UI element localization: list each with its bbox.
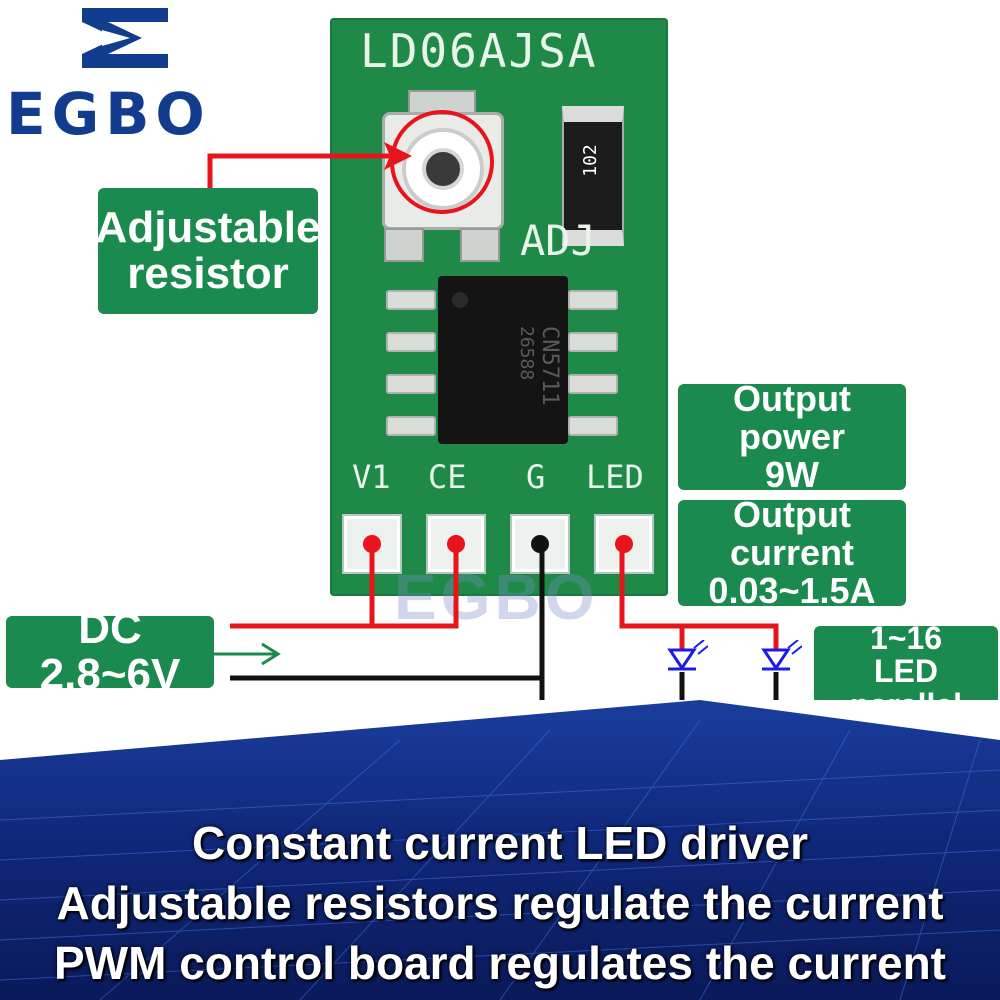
input-voltage-callout: DC 2.8~6V — [6, 605, 214, 698]
callout-line: Adjustable — [95, 202, 321, 252]
adj-label: ADJ — [520, 216, 596, 265]
callout-line: resistor — [127, 249, 289, 298]
pin-label-g: G — [526, 458, 546, 496]
brand-logo: EGBO — [6, 8, 236, 148]
callout-line: Output current — [729, 494, 855, 574]
led-icon — [761, 640, 802, 671]
logo-mark-icon — [82, 8, 168, 68]
callout-line: 9W — [765, 453, 819, 495]
watermark: EGBO — [394, 561, 599, 633]
output-current-callout: Output current 0.03~1.5A — [678, 496, 906, 609]
ic-chip: CN5711 26588 — [438, 276, 568, 444]
board-model-label: LD06AJSA — [360, 24, 598, 78]
logo-text: EGBO — [6, 80, 211, 148]
caption-line-2: Adjustable resistors regulate the curren… — [56, 877, 944, 929]
led-icon — [667, 640, 708, 671]
caption-line-1: Constant current LED driver — [192, 817, 808, 869]
callout-line: 1~16 — [869, 619, 943, 656]
pcb-board: LD06AJSA 102 ADJ CN5711 26588 V1 CE G LE… — [330, 18, 668, 596]
output-power-callout: Output power 9W — [678, 380, 906, 493]
pin-label-v1: V1 — [352, 458, 391, 496]
caption-banner: Constant current LED driver Adjustable r… — [0, 700, 1000, 1000]
callout-line: 0.03~1.5A — [708, 569, 876, 611]
callout-line: Output power — [733, 378, 851, 458]
pad-v1 — [344, 516, 400, 572]
pin-label-ce: CE — [428, 458, 467, 496]
smd-resistor: 102 — [562, 106, 624, 246]
adjustable-resistor-callout: Adjustable resistor — [95, 188, 321, 314]
input-voltage-label: DC 2.8~6V — [39, 603, 181, 699]
pin-label-led: LED — [586, 458, 644, 496]
caption-line-3: PWM control board regulates the current — [54, 937, 946, 989]
